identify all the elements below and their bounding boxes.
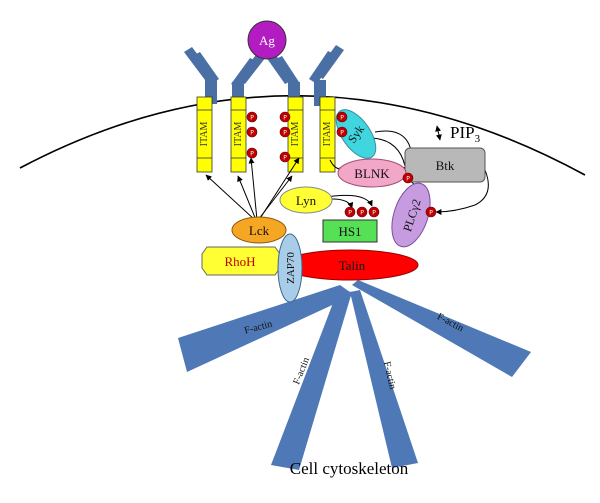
svg-text:P: P: [429, 210, 433, 217]
lck-label: Lck: [249, 223, 270, 238]
phospho-site: [279, 111, 291, 123]
svg-text:P: P: [283, 130, 287, 137]
itam-motifs: ITAM ITAM ITAM ITAM: [196, 96, 336, 173]
f-actin-filament-1: [178, 285, 354, 372]
phospho-site: [246, 147, 258, 159]
cell-membrane: [19, 94, 586, 176]
svg-text:P: P: [360, 210, 364, 217]
phosphorylation-sites: P P P P P P P P P P P P P: [246, 111, 437, 218]
svg-text:P: P: [372, 210, 376, 217]
lyn-label: Lyn: [296, 193, 317, 208]
syk-ellipse: [335, 109, 377, 159]
hs1-label: HS1: [338, 224, 361, 239]
f-actin-filaments: F-actin F-actin F-actin F-actin: [178, 280, 531, 470]
f-actin-filament-3: [350, 290, 418, 468]
svg-text:P: P: [250, 151, 254, 158]
rhoh-label: RhoH: [224, 254, 255, 269]
bcr-receptor-left: [184, 47, 266, 108]
phospho-site: [336, 126, 348, 138]
itam-box-2: ITAM: [230, 96, 247, 173]
zap70-label: ZAP70: [285, 252, 297, 284]
antigen: [247, 20, 287, 60]
lck-arrows: [205, 157, 300, 221]
svg-text:P: P: [283, 155, 287, 162]
f-actin-filament-2: [271, 290, 352, 470]
zap70-ellipse: [277, 233, 303, 303]
hs1-box: [322, 219, 378, 243]
pip3-label: PIP3: [450, 123, 481, 145]
svg-text:P: P: [340, 130, 344, 137]
phospho-site: [425, 206, 437, 218]
caption: Cell cytoskeleton: [290, 459, 409, 478]
phospho-site: [246, 126, 258, 138]
lyn-ellipse: [279, 186, 333, 214]
svg-text:ITAM: ITAM: [290, 122, 301, 147]
phospho-site: [279, 151, 291, 163]
svg-text:ITAM: ITAM: [199, 122, 210, 147]
svg-text:ITAM: ITAM: [233, 122, 244, 147]
itam-box-3: ITAM: [287, 96, 304, 173]
btk-label: Btk: [436, 158, 455, 173]
phospho-site: [368, 206, 380, 218]
talin-label: Talin: [339, 258, 366, 273]
phospho-site: [279, 126, 291, 138]
svg-text:P: P: [250, 115, 254, 122]
svg-text:P: P: [406, 176, 410, 183]
svg-text:P: P: [340, 115, 344, 122]
itam-box-4: ITAM: [319, 96, 336, 173]
antigen-label: Ag: [259, 33, 275, 48]
phospho-site: [402, 172, 414, 184]
lck-ellipse: [231, 216, 287, 244]
blnk-ellipse: [337, 158, 407, 188]
itam-box-1: ITAM: [196, 96, 213, 173]
f-actin-filament-4: [352, 280, 531, 377]
svg-text:P: P: [250, 130, 254, 137]
phospho-site: [356, 206, 368, 218]
btk-box: [404, 147, 486, 183]
phospho-site: [336, 111, 348, 123]
phospho-site: [246, 111, 258, 123]
svg-text:P: P: [283, 115, 287, 122]
phospho-site: [344, 206, 356, 218]
svg-text:ITAM: ITAM: [322, 122, 333, 147]
plcg2-ellipse: [391, 182, 431, 248]
svg-text:P: P: [348, 210, 352, 217]
blnk-label: BLNK: [354, 166, 390, 181]
